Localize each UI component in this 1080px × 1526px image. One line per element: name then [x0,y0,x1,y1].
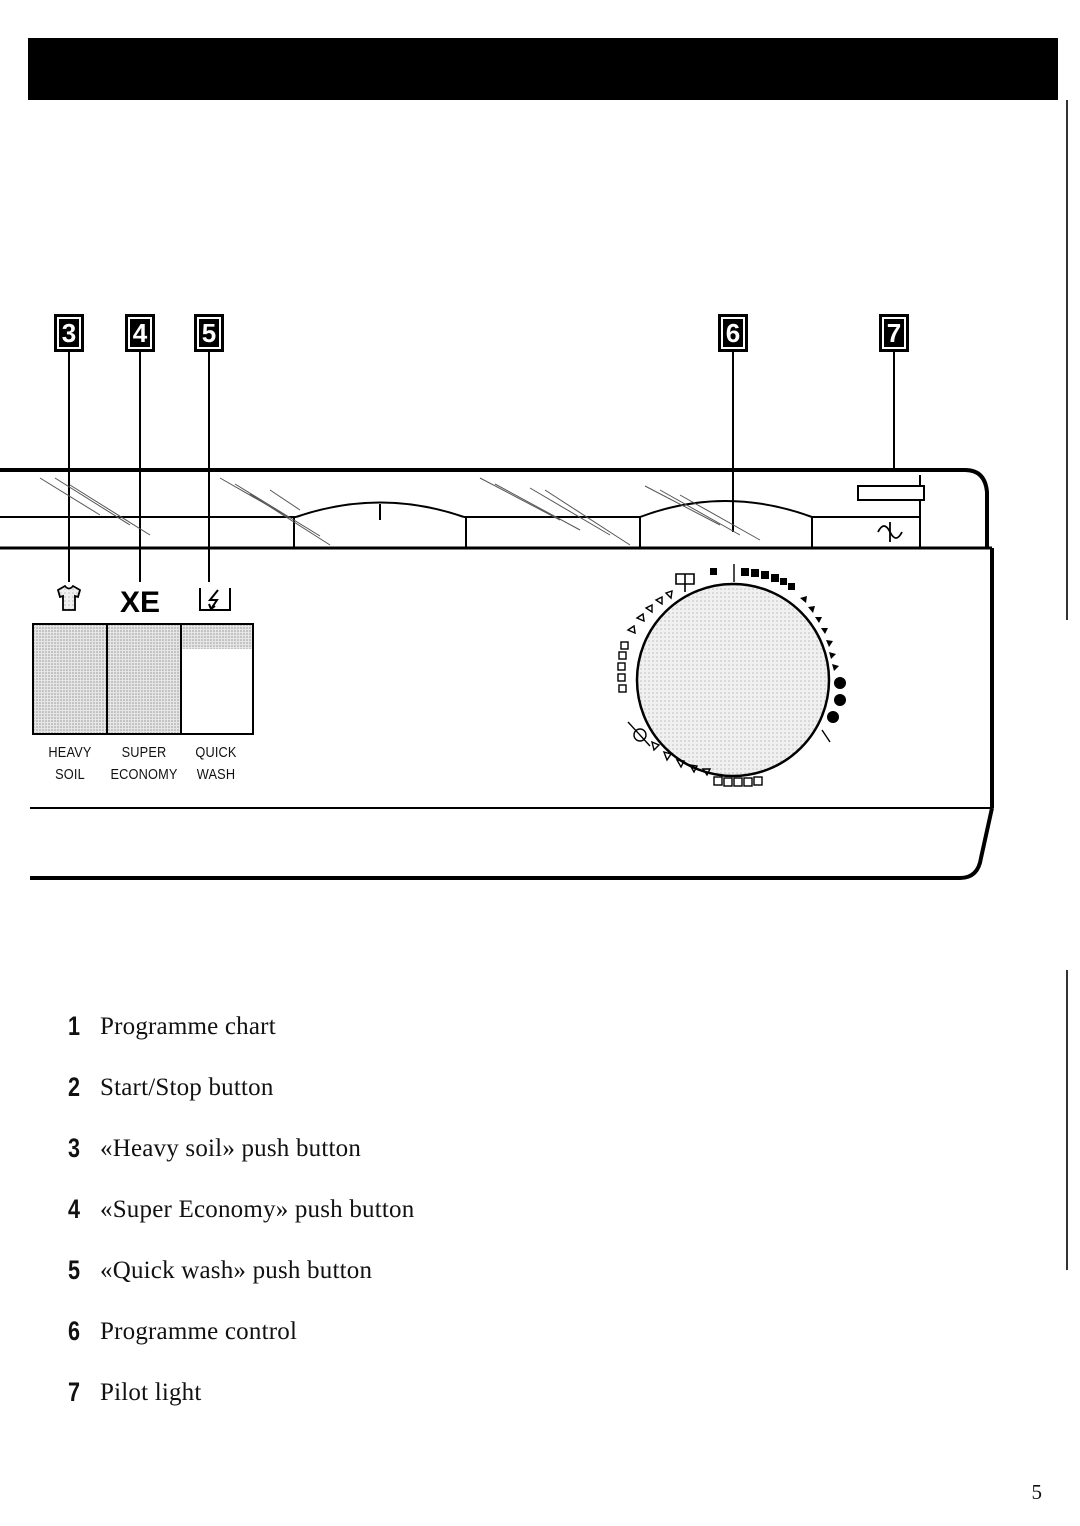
panel-top-strip [0,468,989,548]
panel-body [0,546,994,880]
quick-wash-label: QUICK WASH [195,744,237,783]
legend-text: Start/Stop button [100,1073,274,1101]
quick-wash-icon [199,588,231,611]
legend-text: Pilot light [100,1378,202,1406]
callout-6: 6 [718,314,748,352]
callout-4: 4 [125,314,155,352]
legend-list: 1 Programme chart 2 Start/Stop button 3 … [68,996,414,1423]
callout-5: 5 [194,314,224,352]
super-economy-symbol: XE [120,586,160,619]
margin-rule-top [1066,100,1068,620]
dial-filled-marks [710,568,846,723]
super-economy-label: SUPER ECONOMY [110,744,178,783]
heavy-soil-label: HEAVY SOIL [48,744,92,783]
callout-3: 3 [54,314,84,352]
prewash-icon [675,573,695,592]
legend-item-2: 2 Start/Stop button [68,1057,414,1118]
legend-number: 5 [68,1255,81,1285]
push-buttons [32,623,254,735]
legend-item-3: 3 «Heavy soil» push button [68,1118,414,1179]
legend-item-1: 1 Programme chart [68,996,414,1057]
legend-text: Programme control [100,1317,298,1345]
legend-text: «Quick wash» push button [100,1256,373,1284]
margin-rule-bottom [1066,970,1068,1270]
legend-item-5: 5 «Quick wash» push button [68,1240,414,1301]
legend-item-7: 7 Pilot light [68,1362,414,1423]
legend-number: 2 [68,1072,81,1102]
legend-text: «Super Economy» push button [100,1195,415,1223]
control-panel-diagram: XE [0,352,994,880]
legend-number: 1 [68,1011,81,1041]
power-symbol-icon [877,522,903,542]
page-number: 5 [1031,1480,1043,1504]
legend-text: Programme chart [100,1012,276,1040]
legend-number: 7 [68,1377,81,1407]
dial-scale-marks [617,564,831,787]
legend-item-6: 6 Programme control [68,1301,414,1362]
legend-number: 6 [68,1316,81,1346]
legend-item-4: 4 «Super Economy» push button [68,1179,414,1240]
callout-lines [68,352,895,582]
programme-control-dial [617,564,846,787]
legend-number: 4 [68,1194,81,1224]
shirt-icon [56,584,82,611]
header-bar [28,38,1058,100]
legend-number: 3 [68,1133,81,1163]
legend-text: «Heavy soil» push button [100,1134,362,1162]
callout-7: 7 [879,314,909,352]
